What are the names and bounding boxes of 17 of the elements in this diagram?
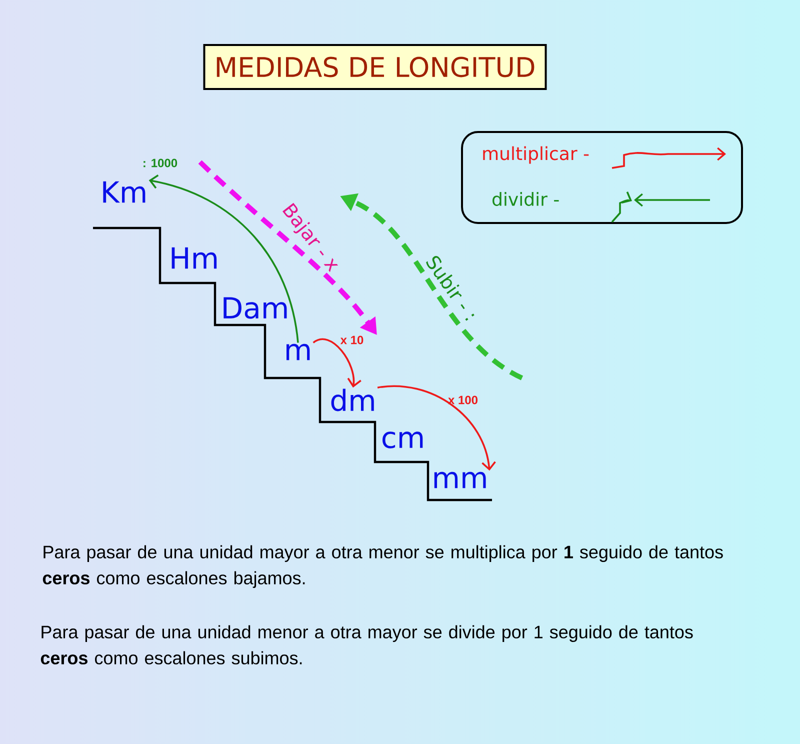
- explanation-text: Para pasar de una unidad mayor a otra menor se multiplica por 1 seguido de tantos ceros como escalones bajamos.: [42, 545, 723, 588]
- title-box: MEDIDAS DE LONGITUD: [203, 44, 547, 90]
- arrow: [148, 174, 299, 343]
- unit-label: Hm: [172, 247, 217, 269]
- unit-label: cm: [382, 432, 423, 448]
- unit-label: mm: [434, 472, 486, 488]
- arrow: [312, 338, 362, 388]
- unit-label: Dam: [224, 297, 287, 319]
- edge-label: : 1000: [144, 158, 178, 168]
- unit-label: m: [286, 344, 310, 360]
- legend-label: multiplicar -: [483, 146, 589, 164]
- unit-label: Km: [103, 181, 146, 203]
- explanation-text: Para pasar de una unidad menor a otra mayor se divide por 1 seguido de tantos ceros como escalones subimos.: [40, 625, 693, 664]
- arrow: [377, 385, 496, 471]
- edge-label: x 10: [340, 336, 364, 344]
- legend-label: dividir -: [492, 192, 559, 206]
- unit-label: dm: [331, 388, 374, 412]
